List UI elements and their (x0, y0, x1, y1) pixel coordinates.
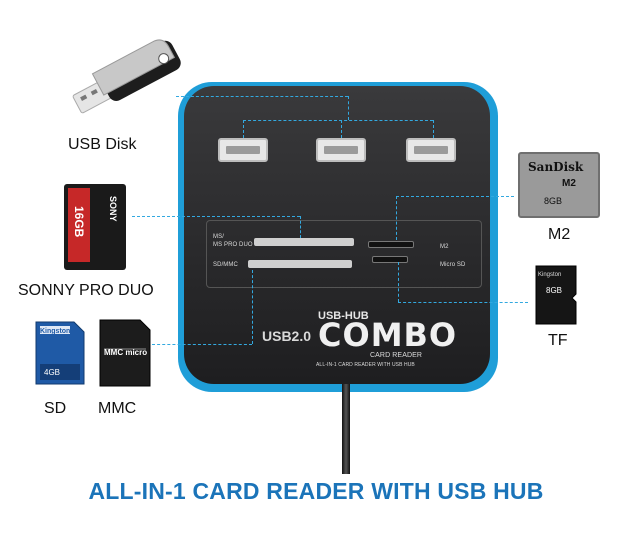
callout-usb-v (348, 96, 349, 120)
m2-card-type: M2 (562, 178, 576, 189)
callout-tf-v (398, 262, 399, 302)
brand-tagline: ALL-IN-1 CARD READER WITH USB HUB (316, 362, 415, 368)
card-slot-panel (206, 220, 482, 288)
usb-cable (342, 384, 350, 474)
micro-sd-slot (372, 256, 408, 263)
label-tf: TF (548, 332, 568, 349)
brand-card-reader: CARD READER (370, 352, 423, 359)
callout-sd (152, 344, 252, 345)
label-sd: SD (44, 400, 67, 417)
slot-label-ms: MS/ (213, 234, 224, 240)
usb-port-2 (316, 138, 366, 162)
sony-card-red-stripe (68, 188, 90, 262)
callout-usb-branch-1 (243, 120, 244, 138)
m2-card (518, 152, 600, 218)
page-title: ALL-IN-1 CARD READER WITH USB HUB (88, 478, 544, 504)
tf-card-brand: Kingston (538, 272, 562, 278)
sony-card-size: 16GB (72, 206, 86, 238)
tf-card-icon (535, 265, 577, 325)
brand-usb-hub: USB-HUB (318, 310, 369, 322)
ms-slot (254, 238, 354, 246)
callout-usb-branch (243, 120, 433, 121)
callout-tf (398, 302, 528, 303)
usb-port-1 (218, 138, 268, 162)
callout-sd-v (252, 270, 253, 344)
label-mmc: MMC (98, 400, 137, 417)
brand-usb20: USB2.0 (262, 328, 312, 344)
callout-usb-branch-3 (433, 120, 434, 138)
usb-disk-icon (72, 39, 181, 114)
slot-label-ms-pro-duo: MS PRO DUO (213, 242, 253, 248)
callout-m2 (396, 196, 514, 197)
callout-sony (132, 216, 300, 217)
m2-card-size: 8GB (544, 196, 563, 206)
sd-card-brand: Kingston (40, 328, 71, 335)
label-sony-pro-duo: SONNY PRO DUO (18, 282, 154, 299)
label-m2: M2 (548, 226, 571, 243)
slot-label-m2: M2 (440, 244, 449, 250)
m2-card-brand: SanDisk (528, 160, 584, 174)
hub-body (184, 86, 490, 384)
label-usb-disk: USB Disk (68, 136, 137, 153)
sd-card-size: 4GB (44, 368, 61, 377)
usb-port-3 (406, 138, 456, 162)
mmc-card-brand: MMC micro (104, 348, 148, 357)
mmc-card-icon (99, 319, 151, 387)
callout-sony-v (300, 216, 301, 238)
callout-usb (176, 96, 348, 97)
sd-slot (248, 260, 352, 268)
callout-usb-branch-2 (341, 120, 342, 138)
brand-combo: COMBO (318, 316, 458, 354)
sony-card-brand: SONY (108, 196, 118, 222)
callout-m2-v (396, 196, 397, 240)
tf-card-size: 8GB (546, 286, 563, 295)
slot-label-micro-sd: Micro SD (440, 262, 466, 268)
slot-label-sd-mmc: SD/MMC (213, 262, 238, 268)
sd-card-icon (35, 321, 85, 385)
m2-slot (368, 241, 414, 248)
